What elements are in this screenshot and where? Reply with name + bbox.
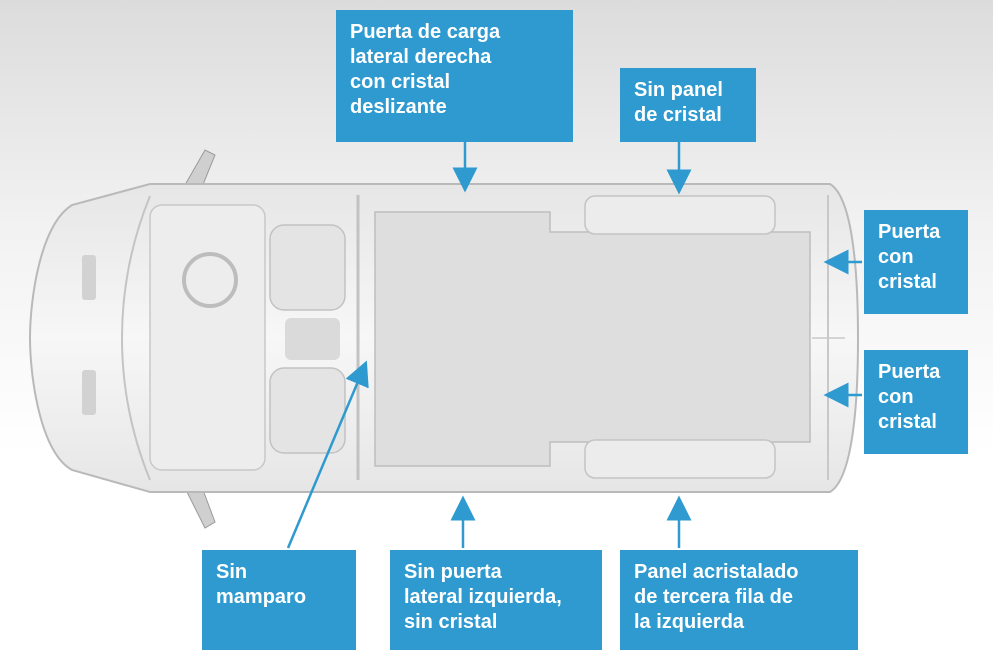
callout-no-left-side-door: Sin puerta lateral izquierda, sin crista… [390,550,602,650]
callout-rear-door-top: Puerta con cristal [864,210,968,314]
front-grille-upper [82,255,96,300]
front-grille-lower [82,370,96,415]
arrow-no-bulkhead [286,360,369,549]
callout-left-third-row-panel: Panel acristalado de tercera fila de la … [620,550,858,650]
callout-no-glass-panel: Sin panel de cristal [620,68,756,142]
windshield-line [120,195,151,481]
callout-rear-door-bottom: Puerta con cristal [864,350,968,454]
callout-no-bulkhead: Sin mamparo [202,550,356,650]
seat-right [269,224,346,311]
left-rear-panel [584,439,776,479]
seat-center-console [285,318,340,360]
cargo-floor [374,211,811,467]
callout-right-sliding-door: Puerta de carga lateral derecha con cris… [336,10,573,142]
steering-wheel [182,252,238,308]
right-rear-panel [584,195,776,235]
